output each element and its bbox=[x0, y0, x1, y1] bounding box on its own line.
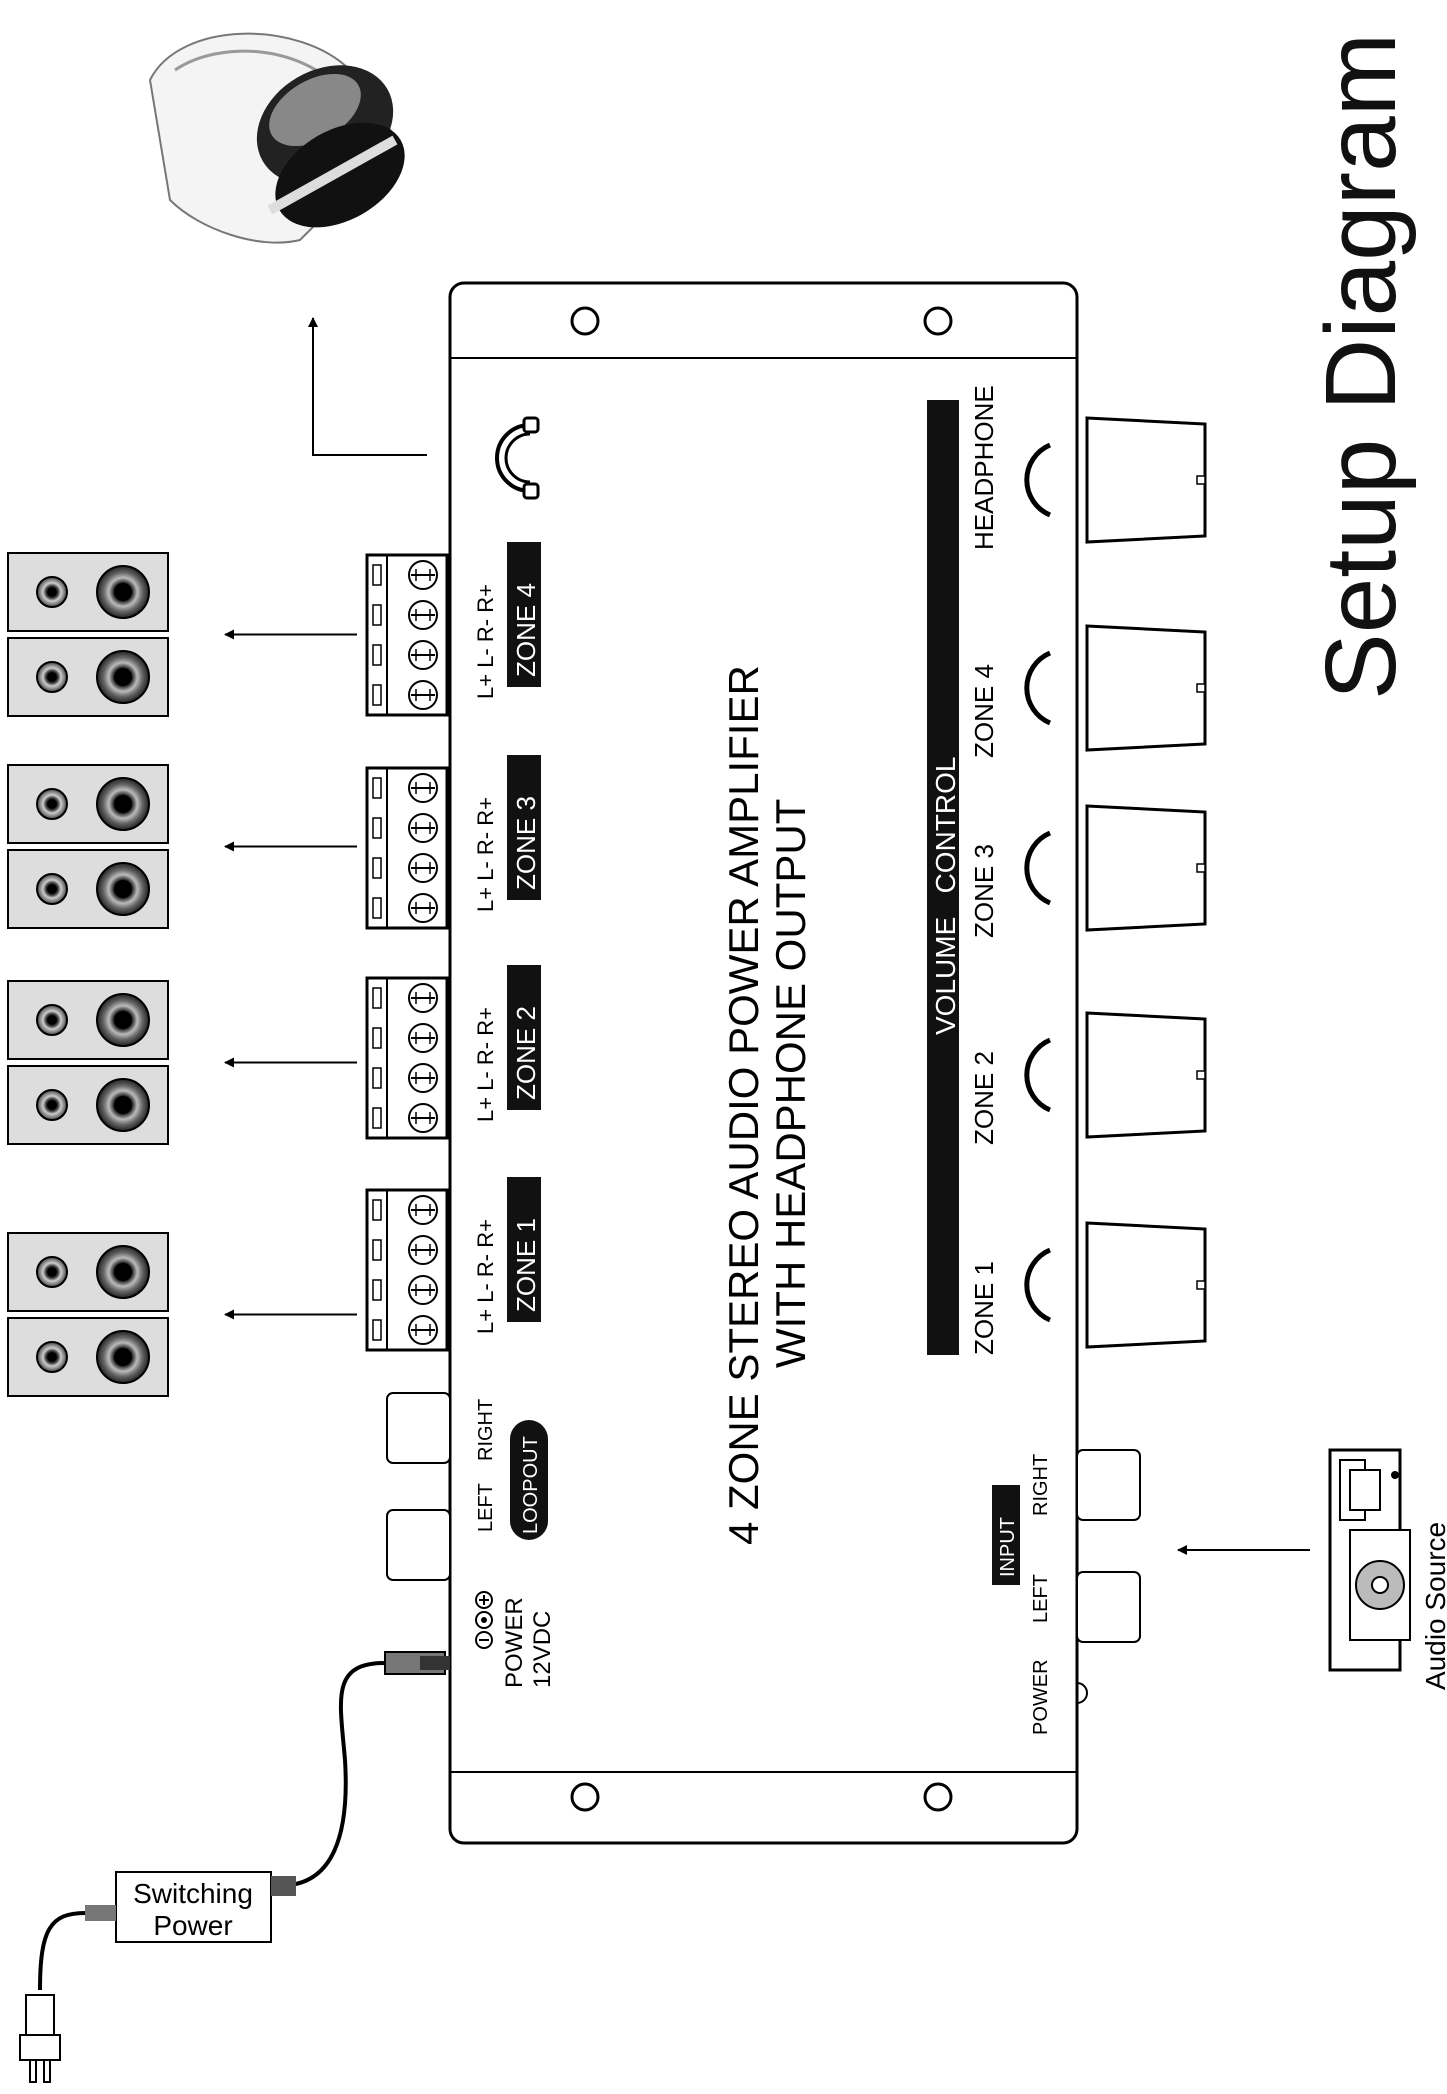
audio-source-label: Audio Source bbox=[1420, 1522, 1447, 1690]
input-right-jack[interactable] bbox=[1076, 1449, 1141, 1521]
volume-knob-headphone[interactable]: HEADPHONE bbox=[969, 385, 1207, 550]
volume-arc-icon bbox=[1024, 1037, 1052, 1113]
zone-2-terminal-block: L+ L- R- R+ ZONE 2 bbox=[365, 965, 541, 1140]
zone-badge bbox=[507, 965, 541, 1110]
zone-3-terminal-block: L+ L- R- R+ ZONE 3 bbox=[365, 755, 541, 930]
terminal-pin-labels: L+ L- R- R+ bbox=[473, 584, 498, 699]
speaker-icon bbox=[7, 1065, 169, 1145]
power-cable bbox=[289, 1661, 386, 1887]
volume-arc-icon bbox=[1024, 442, 1052, 518]
headphone-arrow bbox=[308, 317, 427, 456]
zone-1-terminal-block: L+ L- R- R+ ZONE 1 bbox=[365, 1177, 541, 1352]
headphones-illustration bbox=[148, 32, 405, 244]
audio-source-device bbox=[1328, 1448, 1411, 1672]
device-title-line2: WITH HEADPHONE OUTPUT bbox=[767, 799, 814, 1368]
zone-2-speakers bbox=[7, 980, 357, 1145]
terminal-pin-labels: L+ L- R- R+ bbox=[473, 797, 498, 912]
mounting-hole bbox=[570, 1782, 600, 1812]
mains-plug-icon bbox=[19, 1994, 61, 2083]
switching-power-line1: Switching bbox=[133, 1878, 253, 1909]
volume-knob-zone-2[interactable]: ZONE 2 bbox=[969, 1011, 1207, 1145]
mounting-hole bbox=[923, 306, 953, 336]
loopout-left-label: LEFT bbox=[475, 1483, 497, 1532]
knob-label: ZONE 2 bbox=[969, 1051, 999, 1145]
volume-arc-icon bbox=[1024, 1247, 1052, 1323]
volume-control-bar bbox=[927, 400, 959, 1355]
knob-label: HEADPHONE bbox=[969, 385, 999, 550]
speaker-icon bbox=[7, 1232, 169, 1312]
zone-2-label: ZONE 2 bbox=[511, 1006, 541, 1100]
knob-label: ZONE 4 bbox=[969, 664, 999, 758]
volume-arc-icon bbox=[1024, 830, 1052, 906]
speaker-icon bbox=[7, 764, 169, 844]
volume-knob-zone-1[interactable]: ZONE 1 bbox=[969, 1221, 1207, 1355]
zone-4-label: ZONE 4 bbox=[511, 583, 541, 677]
zone-badge bbox=[507, 1177, 541, 1322]
speaker-icon bbox=[7, 980, 169, 1060]
headphone-jack-icon bbox=[495, 416, 540, 500]
loopout-badge bbox=[510, 1420, 548, 1540]
mounting-hole bbox=[923, 1782, 953, 1812]
volume-control-label: VOLUME CONTROL bbox=[930, 757, 961, 1035]
terminal-pin-labels: L+ L- R- R+ bbox=[473, 1219, 498, 1334]
speaker-icon bbox=[7, 552, 169, 632]
zone-3-label: ZONE 3 bbox=[511, 796, 541, 890]
power-led bbox=[1076, 1682, 1088, 1704]
power-voltage-label: 12VDC bbox=[529, 1611, 556, 1688]
switching-power-line2: Power bbox=[153, 1910, 232, 1941]
input-section: INPUT LEFT RIGHT POWER bbox=[992, 1449, 1141, 1735]
input-badge bbox=[992, 1485, 1020, 1585]
zone-4-speakers bbox=[7, 552, 357, 717]
zone-badge bbox=[507, 542, 541, 687]
speaker-icon bbox=[7, 849, 169, 929]
speaker-icon bbox=[7, 1317, 169, 1397]
knob-label: ZONE 1 bbox=[969, 1261, 999, 1355]
device-title-line1: 4 ZONE STEREO AUDIO POWER AMPLIFIER bbox=[720, 665, 767, 1545]
volume-arc-icon bbox=[1024, 650, 1052, 726]
zone-3-speakers bbox=[7, 764, 357, 929]
loopout-right-jack[interactable] bbox=[386, 1392, 451, 1464]
terminal-pin-labels: L+ L- R- R+ bbox=[473, 1007, 498, 1122]
power-led-label: POWER bbox=[1030, 1659, 1052, 1735]
loopout-left-jack[interactable] bbox=[386, 1509, 451, 1581]
loopout-right-label: RIGHT bbox=[475, 1399, 497, 1461]
knob-label: ZONE 3 bbox=[969, 844, 999, 938]
input-left-label: LEFT bbox=[1030, 1574, 1052, 1623]
polarity-icon bbox=[475, 1591, 493, 1649]
loopout-section: LEFT RIGHT LOOPOUT bbox=[386, 1392, 548, 1581]
volume-knob-zone-4[interactable]: ZONE 4 bbox=[969, 624, 1207, 758]
switching-power-supply: Switching Power bbox=[85, 1871, 296, 1943]
zone-badge bbox=[507, 755, 541, 900]
power-section: POWER 12VDC bbox=[384, 1591, 556, 1688]
volume-knob-zone-3[interactable]: ZONE 3 bbox=[969, 804, 1207, 938]
amplifier-unit bbox=[448, 281, 1079, 1845]
zone-4-terminal-block: L+ L- R- R+ ZONE 4 bbox=[365, 542, 541, 717]
zone-1-speakers bbox=[7, 1232, 357, 1397]
zone-1-label: ZONE 1 bbox=[511, 1218, 541, 1312]
mounting-hole bbox=[570, 306, 600, 336]
loopout-label: LOOPOUT bbox=[520, 1436, 542, 1534]
speaker-icon bbox=[7, 637, 169, 717]
input-label: INPUT bbox=[997, 1517, 1019, 1577]
power-label: POWER bbox=[501, 1597, 528, 1688]
mains-cable bbox=[38, 1911, 86, 1991]
input-left-jack[interactable] bbox=[1076, 1571, 1141, 1643]
diagram-title: Setup Diagram bbox=[1305, 33, 1417, 700]
input-right-label: RIGHT bbox=[1030, 1454, 1052, 1516]
